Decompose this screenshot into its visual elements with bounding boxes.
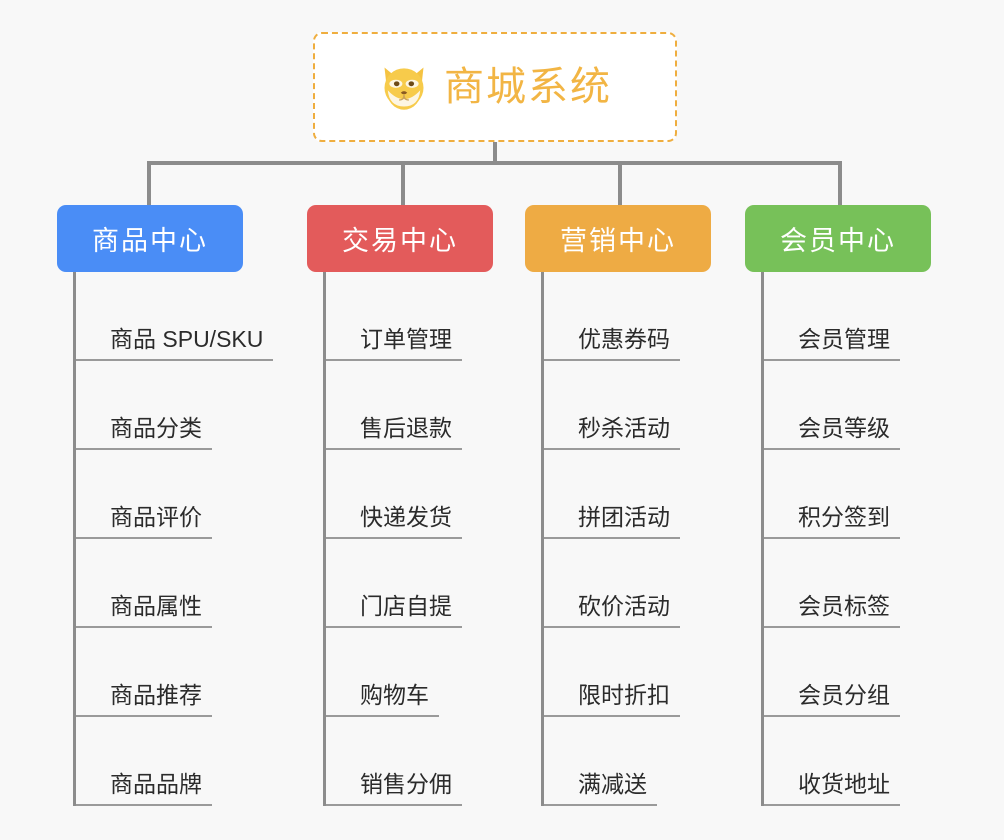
leaf-label: 拼团活动 bbox=[544, 503, 680, 539]
leaf-label: 限时折扣 bbox=[544, 681, 680, 717]
branch-header-label-1: 商品中心 bbox=[92, 226, 208, 256]
leaf-item[interactable]: 收货地址 bbox=[764, 717, 985, 806]
leaf-label: 会员分组 bbox=[764, 681, 900, 717]
leaf-label: 积分签到 bbox=[764, 503, 900, 539]
branch-column-4: 会员中心 会员管理 会员等级 积分签到 会员标签 会员分组 收货地址 bbox=[745, 205, 985, 806]
leaf-item[interactable]: 会员等级 bbox=[764, 361, 985, 450]
leaf-item[interactable]: 销售分佣 bbox=[326, 717, 547, 806]
leaf-label: 砍价活动 bbox=[544, 592, 680, 628]
leaf-label: 秒杀活动 bbox=[544, 414, 680, 450]
branch-header-label-4: 会员中心 bbox=[780, 226, 896, 256]
leaf-label: 收货地址 bbox=[764, 770, 900, 806]
leaf-label: 商品属性 bbox=[76, 592, 212, 628]
leaf-label: 购物车 bbox=[326, 681, 439, 717]
leaf-item[interactable]: 商品评价 bbox=[76, 450, 297, 539]
leaf-label: 商品评价 bbox=[76, 503, 212, 539]
root-title: 商城系统 bbox=[444, 65, 612, 109]
leaf-label: 商品品牌 bbox=[76, 770, 212, 806]
branch-header-2[interactable]: 交易中心 bbox=[307, 205, 493, 272]
leaf-item[interactable]: 快递发货 bbox=[326, 450, 547, 539]
leaf-label: 会员等级 bbox=[764, 414, 900, 450]
leaf-label: 满减送 bbox=[544, 770, 657, 806]
connector-drop-2 bbox=[401, 161, 405, 207]
connector-drop-4 bbox=[838, 161, 842, 207]
leaf-label: 门店自提 bbox=[326, 592, 462, 628]
branch-header-label-2: 交易中心 bbox=[342, 226, 458, 256]
leaf-item[interactable]: 会员分组 bbox=[764, 628, 985, 717]
connector-root-stem bbox=[493, 142, 497, 165]
leaf-item[interactable]: 商品 SPU/SKU bbox=[76, 272, 297, 361]
leaf-item[interactable]: 积分签到 bbox=[764, 450, 985, 539]
leaf-item[interactable]: 订单管理 bbox=[326, 272, 547, 361]
leaf-item[interactable]: 砍价活动 bbox=[544, 539, 765, 628]
connector-drop-3 bbox=[618, 161, 622, 207]
leaf-item[interactable]: 商品推荐 bbox=[76, 628, 297, 717]
shiba-dog-face-icon bbox=[384, 67, 424, 110]
branch-column-1: 商品中心 商品 SPU/SKU 商品分类 商品评价 商品属性 商品推荐 商品品牌 bbox=[57, 205, 297, 806]
leaf-item[interactable]: 会员标签 bbox=[764, 539, 985, 628]
connector-horizontal-bus bbox=[149, 161, 842, 165]
leaf-label: 优惠券码 bbox=[544, 325, 680, 361]
leaf-label: 售后退款 bbox=[326, 414, 462, 450]
leaf-item[interactable]: 限时折扣 bbox=[544, 628, 765, 717]
leaf-item[interactable]: 优惠券码 bbox=[544, 272, 765, 361]
leaf-label: 会员管理 bbox=[764, 325, 900, 361]
branch-items-1: 商品 SPU/SKU 商品分类 商品评价 商品属性 商品推荐 商品品牌 bbox=[73, 272, 297, 806]
branch-items-3: 优惠券码 秒杀活动 拼团活动 砍价活动 限时折扣 满减送 bbox=[541, 272, 765, 806]
leaf-label: 商品分类 bbox=[76, 414, 212, 450]
leaf-label: 订单管理 bbox=[326, 325, 462, 361]
leaf-item[interactable]: 商品属性 bbox=[76, 539, 297, 628]
branch-header-3[interactable]: 营销中心 bbox=[525, 205, 711, 272]
leaf-item[interactable]: 秒杀活动 bbox=[544, 361, 765, 450]
leaf-item[interactable]: 购物车 bbox=[326, 628, 547, 717]
root-node[interactable]: 商城系统 bbox=[313, 32, 677, 142]
leaf-item[interactable]: 拼团活动 bbox=[544, 450, 765, 539]
leaf-label: 商品 SPU/SKU bbox=[76, 325, 274, 361]
branch-column-2: 交易中心 订单管理 售后退款 快递发货 门店自提 购物车 销售分佣 bbox=[307, 205, 547, 806]
leaf-item[interactable]: 售后退款 bbox=[326, 361, 547, 450]
leaf-item[interactable]: 商品品牌 bbox=[76, 717, 297, 806]
leaf-item[interactable]: 会员管理 bbox=[764, 272, 985, 361]
leaf-item[interactable]: 商品分类 bbox=[76, 361, 297, 450]
branch-items-4: 会员管理 会员等级 积分签到 会员标签 会员分组 收货地址 bbox=[761, 272, 985, 806]
branch-header-label-3: 营销中心 bbox=[560, 226, 676, 256]
leaf-label: 商品推荐 bbox=[76, 681, 212, 717]
branch-items-2: 订单管理 售后退款 快递发货 门店自提 购物车 销售分佣 bbox=[323, 272, 547, 806]
leaf-label: 销售分佣 bbox=[326, 770, 462, 806]
branch-header-4[interactable]: 会员中心 bbox=[745, 205, 931, 272]
branch-column-3: 营销中心 优惠券码 秒杀活动 拼团活动 砍价活动 限时折扣 满减送 bbox=[525, 205, 765, 806]
leaf-item[interactable]: 门店自提 bbox=[326, 539, 547, 628]
leaf-item[interactable]: 满减送 bbox=[544, 717, 765, 806]
leaf-label: 会员标签 bbox=[764, 592, 900, 628]
branch-header-1[interactable]: 商品中心 bbox=[57, 205, 243, 272]
leaf-label: 快递发货 bbox=[326, 503, 462, 539]
connector-drop-1 bbox=[147, 161, 151, 207]
